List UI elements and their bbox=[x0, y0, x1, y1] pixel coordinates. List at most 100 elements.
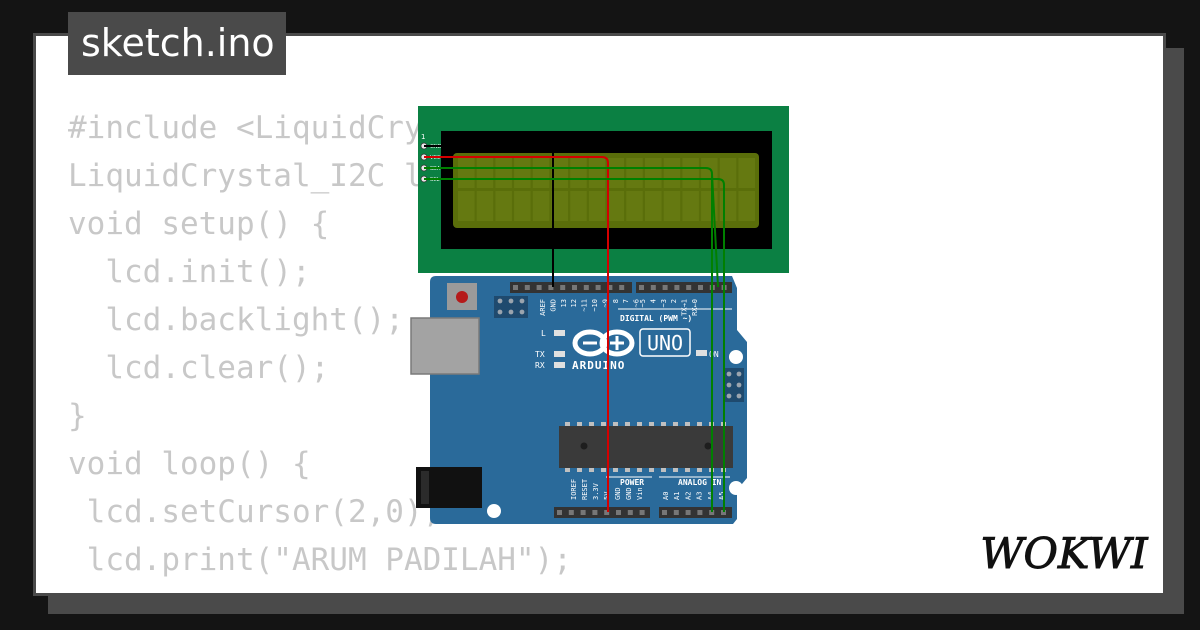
lcd-pin-number: 1 bbox=[421, 133, 425, 141]
header-pin bbox=[662, 510, 667, 515]
header-pin bbox=[568, 510, 574, 515]
lcd-char-cell bbox=[645, 191, 662, 221]
wire-scl[interactable] bbox=[424, 178, 725, 512]
chip-leg bbox=[625, 422, 630, 426]
digital-pin-label: ~5 bbox=[639, 299, 647, 307]
lcd-char-cell bbox=[682, 158, 699, 188]
onboard-leds: L TX RX ON bbox=[535, 329, 719, 370]
digital-pin-label: ~10 bbox=[591, 299, 599, 312]
analog-pin-label: A0 bbox=[662, 492, 670, 500]
mounting-hole bbox=[487, 504, 501, 518]
digital-pin-label: ~6 bbox=[633, 299, 641, 307]
header-pin bbox=[721, 510, 726, 515]
mounting-hole bbox=[729, 350, 743, 364]
header-pin bbox=[674, 285, 680, 290]
led-tx-label: TX bbox=[535, 350, 545, 359]
digital-pin-label: AREF bbox=[539, 299, 547, 316]
code-line: lcd.clear(); bbox=[68, 350, 330, 386]
code-line: void setup() { bbox=[68, 206, 330, 242]
header-pin bbox=[595, 285, 601, 290]
wire-sda-top[interactable] bbox=[711, 173, 719, 288]
icsp-header-right bbox=[724, 368, 744, 402]
reset-button[interactable] bbox=[447, 283, 477, 310]
header-pin bbox=[685, 510, 691, 515]
analog-label: ANALOG IN bbox=[678, 478, 722, 487]
chip-leg bbox=[601, 422, 606, 426]
lcd-char-cell bbox=[495, 191, 512, 221]
header-pin bbox=[697, 510, 703, 515]
code-line: lcd.backlight(); bbox=[68, 302, 404, 338]
digital-pin-label: 4 bbox=[649, 299, 657, 303]
led-rx-label: RX bbox=[535, 361, 545, 370]
chip-leg bbox=[685, 468, 690, 472]
header-pin bbox=[673, 510, 679, 515]
code-line: void loop() { bbox=[68, 446, 311, 482]
digital-pin-label: ~11 bbox=[581, 299, 589, 312]
header-pin bbox=[686, 285, 692, 290]
chip-leg bbox=[637, 468, 642, 472]
icsp-header-top bbox=[494, 296, 528, 318]
wire-gnd[interactable] bbox=[424, 145, 554, 287]
led-l-label: L bbox=[541, 329, 546, 338]
chip-leg bbox=[625, 468, 630, 472]
digital-header bbox=[510, 282, 732, 293]
wire-sda[interactable] bbox=[424, 167, 713, 512]
code-line: } bbox=[68, 398, 87, 434]
analog-pin-label: A3 bbox=[696, 492, 704, 500]
digital-label: DIGITAL (PWM ~) bbox=[620, 314, 692, 323]
lcd-char-cell bbox=[719, 191, 737, 221]
header-pin bbox=[583, 285, 589, 290]
chip-leg bbox=[589, 422, 594, 426]
lcd-char-cell bbox=[570, 191, 587, 221]
chip-leg bbox=[661, 422, 666, 426]
header-pin bbox=[572, 285, 577, 290]
wokwi-logo[interactable]: WOKWI bbox=[978, 526, 1150, 579]
arduino-logo-text: ARDUINO bbox=[572, 359, 625, 372]
digital-pin-label: 13 bbox=[560, 299, 568, 307]
header-pin bbox=[616, 510, 621, 515]
chip-leg bbox=[613, 422, 618, 426]
lcd-char-cell bbox=[701, 158, 718, 188]
lcd-char-cell bbox=[476, 158, 494, 188]
arduino-logo: ARDUINO bbox=[572, 329, 635, 372]
header-pin bbox=[557, 510, 562, 515]
lcd-char-cell bbox=[532, 191, 550, 221]
lcd-char-cell bbox=[458, 191, 475, 221]
lcd-char-grid bbox=[458, 158, 755, 221]
analog-pin-label: A5 bbox=[718, 492, 726, 500]
analog-pin-label: A1 bbox=[673, 492, 681, 500]
code-line: lcd.setCursor(7,1); bbox=[68, 584, 684, 593]
lcd1602-i2c-module[interactable]: 1 GND VCC SDA SCL bbox=[418, 106, 789, 273]
lcd-char-cell bbox=[551, 191, 568, 221]
lcd-char-cell bbox=[514, 191, 531, 221]
lcd-char-cell bbox=[738, 191, 755, 221]
wires bbox=[424, 145, 725, 512]
chip-leg bbox=[649, 468, 654, 472]
power-pin-label: GND bbox=[614, 487, 622, 500]
power-pin-label: 3.3V bbox=[592, 482, 600, 500]
code-line: lcd.setCursor(2,0); bbox=[68, 494, 442, 530]
lcd-char-cell bbox=[607, 191, 625, 221]
digital-pin-label: ~9 bbox=[601, 299, 609, 307]
chip-leg bbox=[565, 422, 570, 426]
chip-leg bbox=[673, 468, 678, 472]
header-pin bbox=[698, 285, 703, 290]
header-pin bbox=[662, 285, 668, 290]
power-pin-label: RESET bbox=[581, 478, 589, 500]
chip-leg bbox=[589, 468, 594, 472]
lcd-char-cell bbox=[458, 158, 475, 188]
lcd-char-cell bbox=[495, 158, 512, 188]
power-pin-label: Vin bbox=[636, 487, 644, 500]
wire-vcc[interactable] bbox=[424, 156, 609, 512]
header-pin bbox=[580, 510, 586, 515]
chip-leg bbox=[685, 422, 690, 426]
lcd-char-cell bbox=[645, 158, 662, 188]
lcd-char-cell bbox=[532, 158, 550, 188]
chip-leg bbox=[697, 468, 702, 472]
file-tab[interactable]: sketch.ino bbox=[68, 12, 286, 75]
